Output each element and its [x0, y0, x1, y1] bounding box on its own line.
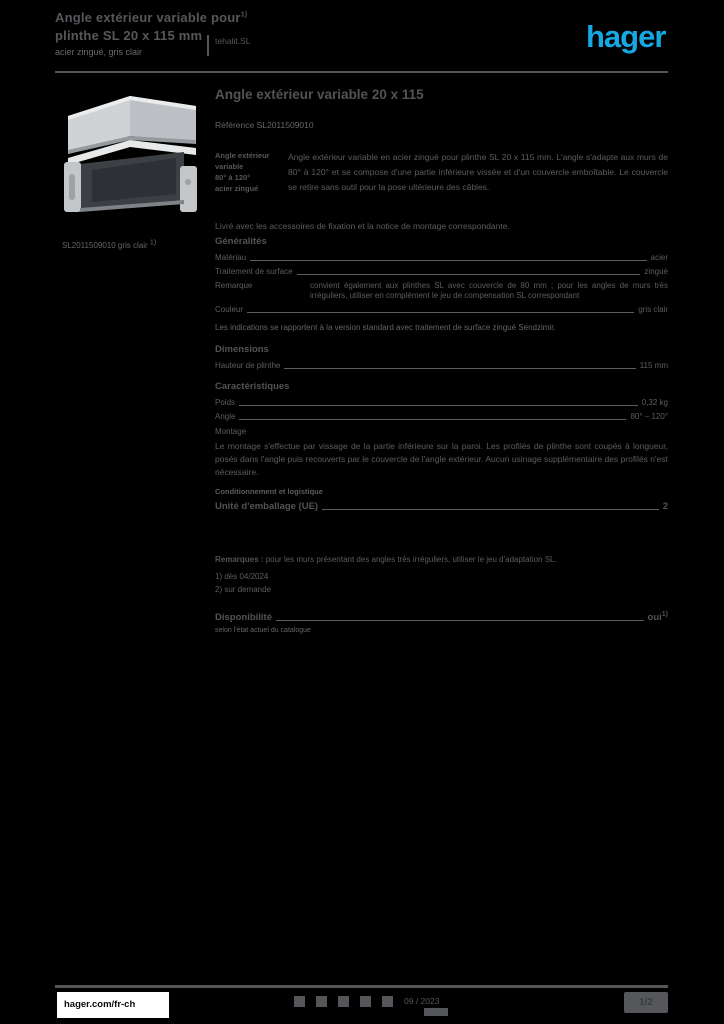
description-side-line: Angle extérieur — [215, 151, 270, 160]
corner-piece-illustration — [64, 96, 197, 212]
section-characteristics: Caractéristiques Poids 0,32 kg Angle 80°… — [215, 381, 668, 479]
spec-row: Poids 0,32 kg — [215, 396, 668, 410]
description-side-line: acier zingué — [215, 184, 259, 193]
description-side-labels: Angle extérieur variable 80° à 120° acie… — [215, 150, 288, 195]
availability-superscript: 1) — [661, 610, 668, 618]
page-title: Angle extérieur variable 20 x 115 — [215, 87, 424, 102]
spec-row: Angle 80° – 120° — [215, 410, 668, 424]
section-dimensions-title: Dimensions — [215, 344, 269, 355]
spec-value: acier — [650, 253, 668, 262]
remark-row: Remarque convient également aux plinthes… — [215, 281, 668, 300]
section-remarks: Remarques : pour les murs présentant des… — [215, 553, 668, 596]
description-side-line: variable — [215, 162, 244, 171]
spec-label: Traitement de surface — [215, 267, 293, 276]
spec-row: Hauteur de plinthe 115 mm — [215, 359, 668, 373]
spec-label: Matériau — [215, 253, 247, 262]
header-divider — [55, 71, 668, 73]
version-label: 09 / 2023 — [404, 996, 440, 1006]
spec-value: gris clair — [638, 305, 668, 314]
spec-value: 115 mm — [639, 361, 668, 370]
description-block: Angle extérieur variable 80° à 120° acie… — [215, 150, 668, 195]
availability-value-text: oui — [647, 612, 662, 623]
leader-line — [276, 611, 644, 621]
doc-title-line1: Angle extérieur variable pour1) — [55, 10, 247, 25]
doc-title-line2: plinthe SL 20 x 115 mm — [55, 28, 203, 43]
intro-line: Livré avec les accessoires de fixation e… — [215, 221, 510, 231]
product-reference-caption: SL2011509010 gris clair 1) — [62, 239, 157, 250]
approval-icon — [294, 996, 305, 1007]
availability-note: selon l'état actuel du catalogue — [215, 627, 311, 634]
remarks-footnote: 1) dès 04/2024 — [215, 572, 269, 581]
section-logistics: Conditionnement et logistique Unité d'em… — [215, 487, 668, 514]
remarks-footnote: 2) sur demande — [215, 585, 272, 594]
description-text: Angle extérieur variable en acier zingué… — [288, 152, 668, 192]
section-dimensions: Dimensions Hauteur de plinthe 115 mm — [215, 344, 668, 373]
spec-label: Unité d'emballage (UE) — [215, 501, 319, 512]
spec-row: Disponibilité oui1) — [215, 611, 668, 625]
leader-line — [239, 396, 638, 406]
title-superscript: 1) — [240, 11, 248, 19]
leader-line — [250, 251, 647, 261]
doc-title-line1-text: Angle extérieur variable pour — [55, 10, 241, 25]
remarks-text: pour les murs présentant des angles très… — [265, 555, 557, 564]
spec-label: Poids — [215, 398, 236, 407]
approval-icon — [360, 996, 371, 1007]
approval-marks — [294, 996, 404, 1007]
sub-label: Montage — [215, 427, 247, 436]
reference-line: Référence SL2011509010 — [215, 120, 314, 130]
spec-row: Traitement de surface zingué — [215, 265, 668, 279]
characteristics-paragraph: Le montage s'effectue par vissage de la … — [215, 441, 668, 477]
spec-row: Couleur gris clair — [215, 303, 668, 317]
section-characteristics-title: Caractéristiques — [215, 381, 290, 392]
website-link[interactable]: hager.com/fr-ch — [57, 992, 169, 1018]
spec-label: Angle — [215, 412, 236, 421]
section-availability: Disponibilité oui1) selon l'état actuel … — [215, 611, 668, 634]
approval-icon — [338, 996, 349, 1007]
remarks-lead: Remarques : — [215, 555, 264, 564]
section-general: Généralités Matériau acier Traitement de… — [215, 236, 668, 332]
approval-icon — [316, 996, 327, 1007]
leader-line — [322, 500, 659, 510]
leader-line — [296, 265, 641, 275]
section-logistics-title: Conditionnement et logistique — [215, 487, 323, 496]
remarks-line: Remarques : pour les murs présentant des… — [215, 553, 668, 566]
spec-value: 0,32 kg — [641, 398, 668, 407]
section-note: Les indications se rapportent à la versi… — [215, 323, 556, 332]
page-number-badge: 1/2 — [624, 992, 668, 1013]
spec-value: 2 — [662, 501, 668, 512]
remark-label: Remarque — [215, 281, 253, 290]
hager-logo: hager — [586, 19, 666, 54]
footer-note-mark — [424, 1008, 448, 1016]
footer-divider — [55, 985, 668, 988]
spec-label: Couleur — [215, 305, 244, 314]
leader-line — [284, 359, 636, 369]
caption-superscript: 1) — [149, 239, 157, 247]
spec-row: Matériau acier — [215, 251, 668, 265]
doc-subtitle: acier zingué, gris clair — [55, 47, 143, 57]
spec-value: zingué — [644, 267, 668, 276]
product-reference-text: SL2011509010 gris clair — [62, 241, 148, 250]
section-general-title: Généralités — [215, 236, 267, 247]
product-image — [58, 86, 204, 218]
description-side-line: 80° à 120° — [215, 173, 251, 182]
remark-value: convient également aux plinthes SL avec … — [310, 281, 668, 300]
spec-value: oui1) — [648, 611, 668, 625]
spec-row: Unité d'emballage (UE) 2 — [215, 500, 668, 514]
product-family-label: tehalit.SL — [207, 35, 250, 56]
spec-value: 80° – 120° — [630, 412, 668, 421]
spec-label: Disponibilité — [215, 612, 272, 623]
leader-line — [247, 303, 635, 313]
spec-label: Hauteur de plinthe — [215, 361, 281, 370]
leader-line — [239, 410, 627, 420]
approval-icon — [382, 996, 393, 1007]
